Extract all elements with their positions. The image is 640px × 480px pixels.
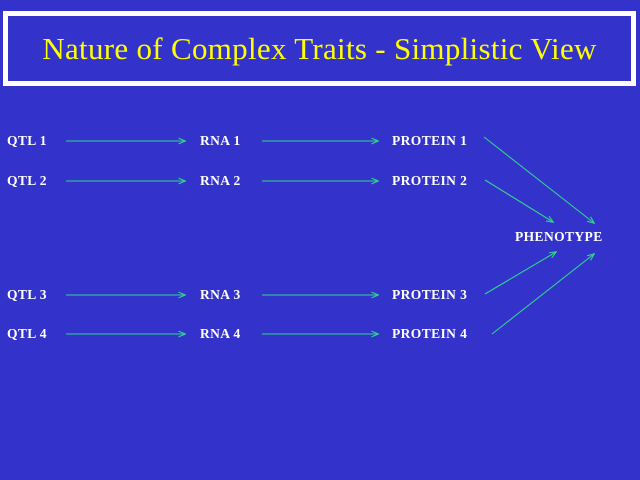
node-rna-2: RNA 2	[200, 173, 241, 188]
arrow-protein2-phenotype	[484, 179, 553, 222]
node-phenotype: PHENOTYPE	[515, 229, 603, 244]
page-title: Nature of Complex Traits - Simplistic Vi…	[42, 30, 597, 66]
node-protein-2: PROTEIN 2	[392, 173, 468, 188]
arrow-protein3-phenotype	[484, 252, 556, 295]
node-qtl-2: QTL 2	[7, 173, 47, 188]
title-banner: Nature of Complex Traits - Simplistic Vi…	[3, 11, 636, 86]
node-protein-1: PROTEIN 1	[392, 133, 468, 148]
node-rna-1: RNA 1	[200, 133, 241, 148]
node-protein-3: PROTEIN 3	[392, 287, 468, 302]
node-qtl-4: QTL 4	[7, 326, 47, 341]
arrow-protein4-phenotype	[491, 254, 594, 335]
node-rna-3: RNA 3	[200, 287, 241, 302]
arrow-protein1-phenotype	[483, 136, 594, 223]
node-protein-4: PROTEIN 4	[392, 326, 468, 341]
node-qtl-1: QTL 1	[7, 133, 47, 148]
node-rna-4: RNA 4	[200, 326, 241, 341]
node-qtl-3: QTL 3	[7, 287, 47, 302]
